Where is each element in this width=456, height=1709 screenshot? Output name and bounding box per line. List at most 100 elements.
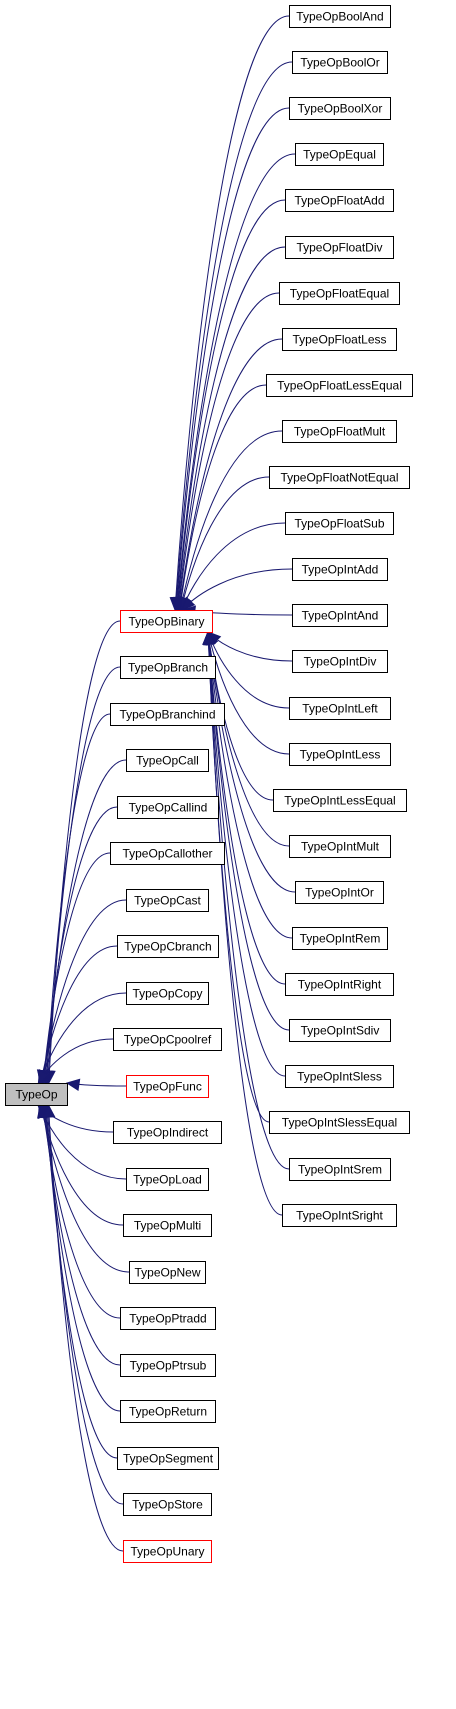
node-box <box>117 1447 219 1470</box>
node-box <box>126 889 209 912</box>
node-type-op-new[interactable]: TypeOpNew <box>129 1261 206 1284</box>
node-type-op-indirect[interactable]: TypeOpIndirect <box>113 1121 222 1144</box>
node-type-op-int-left[interactable]: TypeOpIntLeft <box>289 697 391 720</box>
node-box <box>285 1065 394 1088</box>
node-type-op-float-sub[interactable]: TypeOpFloatSub <box>285 512 394 535</box>
node-label: TypeOpBinary <box>128 615 204 629</box>
edge-type-op-float-add-to-binary <box>176 199 286 611</box>
node-type-op-int-less-equal[interactable]: TypeOpIntLessEqual <box>273 789 407 812</box>
node-label: TypeOpIntSless <box>297 1070 382 1084</box>
node-type-op-cbranch[interactable]: TypeOpCbranch <box>117 935 219 958</box>
node-type-op-callind[interactable]: TypeOpCallind <box>117 796 219 819</box>
edge-type-op-branch-to-root <box>47 666 121 1084</box>
node-label: TypeOpIntDiv <box>304 655 377 669</box>
node-type-op-branch[interactable]: TypeOpBranch <box>120 656 216 679</box>
edge-type-op-bool-or-to-binary <box>175 61 293 611</box>
node-label: TypeOpFloatLessEqual <box>277 379 402 393</box>
node-type-op-int-sright[interactable]: TypeOpIntSright <box>282 1204 397 1227</box>
node-type-op-int-sless[interactable]: TypeOpIntSless <box>285 1065 394 1088</box>
node-type-op-multi[interactable]: TypeOpMulti <box>123 1214 212 1237</box>
node-type-op-binary[interactable]: TypeOpBinary <box>120 610 213 633</box>
node-type-op-load[interactable]: TypeOpLoad <box>126 1168 209 1191</box>
node-type-op-unary[interactable]: TypeOpUnary <box>123 1540 212 1563</box>
node-label: TypeOpIntRight <box>298 978 382 992</box>
node-type-op-bool-and[interactable]: TypeOpBoolAnd <box>289 5 391 28</box>
node-type-op-int-div[interactable]: TypeOpIntDiv <box>292 650 388 673</box>
node-type-op-bool-xor[interactable]: TypeOpBoolXor <box>289 97 391 120</box>
node-label: TypeOpIntLeft <box>302 702 378 716</box>
node-type-op-store[interactable]: TypeOpStore <box>123 1493 212 1516</box>
node-type-op-root[interactable]: TypeOp <box>5 1083 68 1106</box>
node-type-op-ptrsub[interactable]: TypeOpPtrsub <box>120 1354 216 1377</box>
edge-type-op-int-sright-to-binary-arrowhead <box>202 630 215 645</box>
node-box <box>285 189 394 212</box>
node-type-op-int-srem[interactable]: TypeOpIntSrem <box>289 1158 391 1181</box>
node-type-op-int-mult[interactable]: TypeOpIntMult <box>289 835 391 858</box>
node-box <box>113 1028 222 1051</box>
node-box <box>285 236 394 259</box>
node-box <box>126 749 209 772</box>
edge-type-op-unary-to-root-arrowhead <box>42 1103 56 1118</box>
edge-type-op-int-rem-to-binary <box>207 631 293 939</box>
node-type-op-float-less-equal[interactable]: TypeOpFloatLessEqual <box>266 374 413 397</box>
node-box <box>289 97 391 120</box>
node-box <box>292 604 388 627</box>
node-box <box>289 1158 391 1181</box>
node-type-op-int-and[interactable]: TypeOpIntAnd <box>292 604 388 627</box>
node-box <box>120 656 216 679</box>
node-type-op-int-sdiv[interactable]: TypeOpIntSdiv <box>289 1019 391 1042</box>
edge-type-op-float-mult-to-binary <box>179 430 283 611</box>
node-type-op-int-rem[interactable]: TypeOpIntRem <box>292 927 388 950</box>
node-box <box>289 5 391 28</box>
node-box <box>117 935 219 958</box>
node-type-op-segment[interactable]: TypeOpSegment <box>117 1447 219 1470</box>
node-type-op-int-less[interactable]: TypeOpIntLess <box>289 743 391 766</box>
node-type-op-int-add[interactable]: TypeOpIntAdd <box>292 558 388 581</box>
node-label: TypeOpIntSrem <box>298 1163 382 1177</box>
edge-type-op-bool-xor-to-binary <box>175 107 290 611</box>
node-type-op-float-div[interactable]: TypeOpFloatDiv <box>285 236 394 259</box>
node-box <box>295 881 384 904</box>
node-label: TypeOpIntSdiv <box>301 1024 380 1038</box>
node-type-op-cpoolref[interactable]: TypeOpCpoolref <box>113 1028 222 1051</box>
edge-type-op-float-less-to-binary <box>178 338 283 611</box>
node-type-op-callother[interactable]: TypeOpCallother <box>110 842 225 865</box>
node-label: TypeOpLoad <box>133 1173 202 1187</box>
node-type-op-float-add[interactable]: TypeOpFloatAdd <box>285 189 394 212</box>
node-type-op-bool-or[interactable]: TypeOpBoolOr <box>292 51 388 74</box>
edge-type-op-int-less-to-binary <box>207 631 290 755</box>
node-label: TypeOpIntSright <box>296 1209 383 1223</box>
node-label: TypeOpReturn <box>129 1405 207 1419</box>
node-label: TypeOpPtradd <box>129 1312 206 1326</box>
node-type-op-int-right[interactable]: TypeOpIntRight <box>285 973 394 996</box>
node-label: TypeOpBoolOr <box>300 56 379 70</box>
node-type-op-float-less[interactable]: TypeOpFloatLess <box>282 328 397 351</box>
node-box <box>292 927 388 950</box>
node-box <box>285 512 394 535</box>
edge-type-op-int-sdiv-to-binary <box>207 631 290 1031</box>
node-label: TypeOpIndirect <box>127 1126 209 1140</box>
node-type-op-ptradd[interactable]: TypeOpPtradd <box>120 1307 216 1330</box>
node-type-op-float-not-equal[interactable]: TypeOpFloatNotEqual <box>269 466 410 489</box>
node-type-op-equal[interactable]: TypeOpEqual <box>295 143 384 166</box>
node-type-op-call[interactable]: TypeOpCall <box>126 749 209 772</box>
node-type-op-int-sless-equal[interactable]: TypeOpIntSlessEqual <box>269 1111 410 1134</box>
node-label: TypeOpFloatNotEqual <box>280 471 398 485</box>
edge-type-op-call-to-root <box>44 759 127 1084</box>
edge-type-op-return-to-root <box>44 1104 121 1412</box>
node-type-op-return[interactable]: TypeOpReturn <box>120 1400 216 1423</box>
node-label: TypeOpEqual <box>303 148 376 162</box>
node-label: TypeOpIntLess <box>300 748 381 762</box>
node-type-op-branchind[interactable]: TypeOpBranchind <box>110 703 225 726</box>
node-type-op-copy[interactable]: TypeOpCopy <box>126 982 209 1005</box>
edge-type-op-cbranch-to-root <box>40 945 118 1084</box>
node-box <box>126 982 209 1005</box>
node-type-op-func[interactable]: TypeOpFunc <box>126 1075 209 1098</box>
node-label: TypeOpIntOr <box>305 886 374 900</box>
node-label: TypeOpFloatSub <box>294 517 384 531</box>
node-type-op-int-or[interactable]: TypeOpIntOr <box>295 881 384 904</box>
node-type-op-float-equal[interactable]: TypeOpFloatEqual <box>279 282 400 305</box>
node-type-op-float-mult[interactable]: TypeOpFloatMult <box>282 420 397 443</box>
node-type-op-cast[interactable]: TypeOpCast <box>126 889 209 912</box>
edge-type-op-float-not-equal-to-binary <box>180 476 270 611</box>
